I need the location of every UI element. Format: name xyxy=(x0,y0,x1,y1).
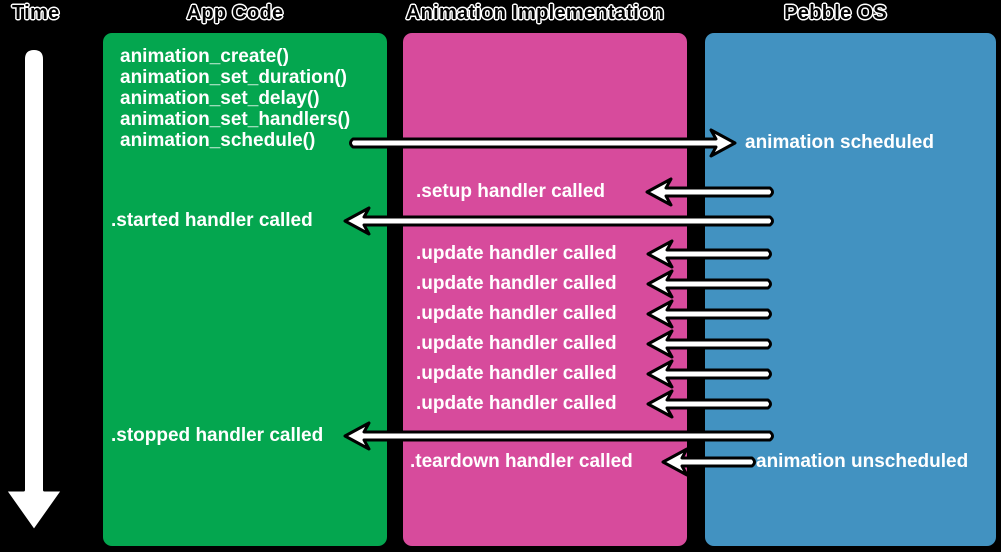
time-arrow-icon xyxy=(3,47,65,533)
label-update-handler-called: .update handler called xyxy=(416,243,617,264)
label-update-handler-called: .update handler called xyxy=(416,273,617,294)
label-started-handler-called: .started handler called xyxy=(111,210,313,231)
app-code-api-calls: animation_create()animation_set_duration… xyxy=(120,46,350,151)
label-update-handler-called: .update handler called xyxy=(416,393,617,414)
label-teardown-handler-called: .teardown handler called xyxy=(410,451,633,472)
pebble-os-header: Pebble OS xyxy=(784,2,887,24)
app-code-box xyxy=(103,33,387,546)
label-setup-handler-called: .setup handler called xyxy=(416,181,605,202)
label-update-handler-called: .update handler called xyxy=(416,303,617,324)
label-stopped-handler-called: .stopped handler called xyxy=(111,425,324,446)
api-call-line: animation_set_handlers() xyxy=(120,109,351,130)
animation-implementation-header: Animation Implementation xyxy=(405,2,665,24)
app-code-header: App Code xyxy=(186,2,284,24)
label-update-handler-called: .update handler called xyxy=(416,363,617,384)
time-axis-label: Time xyxy=(12,2,60,24)
api-call-line: animation_set_delay() xyxy=(120,88,320,109)
api-call-line: animation_create() xyxy=(120,46,289,67)
api-call-line: animation_set_duration() xyxy=(120,67,347,88)
api-call-line: animation_schedule() xyxy=(120,130,316,151)
animation-implementation-box xyxy=(403,33,687,546)
label-update-handler-called: .update handler called xyxy=(416,333,617,354)
label-animation-unscheduled: animation unscheduled xyxy=(756,451,969,472)
label-animation-scheduled: animation scheduled xyxy=(745,132,934,153)
